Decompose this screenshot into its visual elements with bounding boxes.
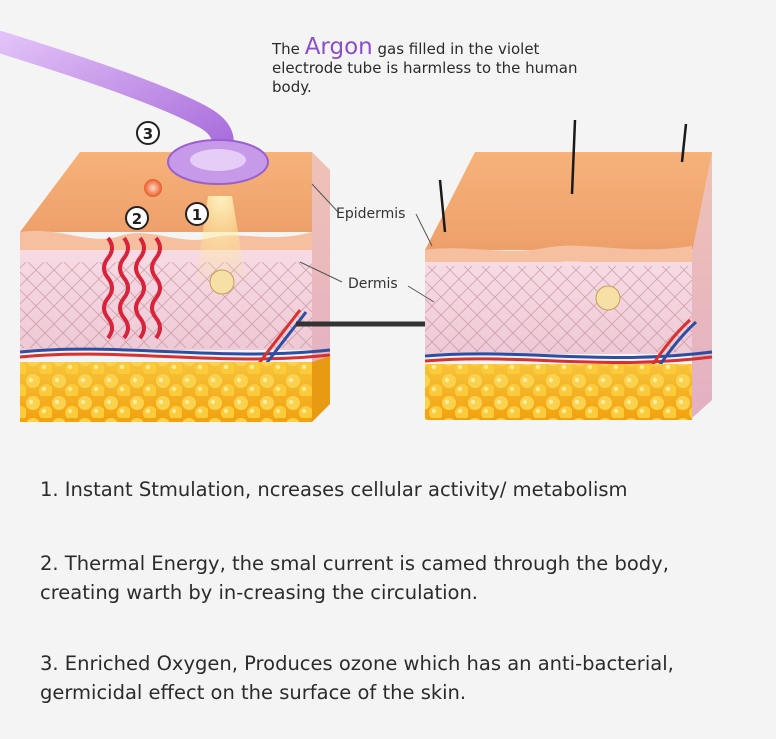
marker-3-text: 3 bbox=[143, 125, 153, 143]
caption-rest: gas filled in the violet electrode tube … bbox=[272, 40, 578, 96]
skin-side-face bbox=[312, 152, 330, 390]
skin-cell bbox=[209, 269, 235, 295]
vein-line bbox=[19, 347, 331, 356]
benefit-1: 1. Instant Stmulation, ncreases cellular… bbox=[40, 478, 628, 501]
ozone-spark bbox=[144, 179, 162, 197]
electrode-tube bbox=[0, 31, 234, 161]
fat-cells bbox=[20, 362, 312, 422]
skin-surface-top bbox=[425, 152, 712, 250]
electrode-ring bbox=[190, 149, 246, 171]
violet-electrode bbox=[0, 31, 269, 185]
marker-2-text: 2 bbox=[132, 210, 142, 228]
skin-cell bbox=[595, 285, 621, 311]
epidermis-label: Epidermis bbox=[336, 206, 405, 222]
benefit-2: 2. Thermal Energy, the smal current is c… bbox=[40, 552, 669, 604]
marker-circle bbox=[136, 121, 160, 145]
collagen-mesh bbox=[425, 266, 692, 352]
marker-2: 2 bbox=[125, 206, 149, 230]
dermis-label: Dermis bbox=[348, 276, 398, 292]
argon-caption: The Argon gas filled in the violet elect… bbox=[272, 36, 602, 97]
heat-waves bbox=[102, 236, 162, 340]
marker-1-text: 1 bbox=[192, 206, 202, 224]
diagram-canvas: 3 2 1 bbox=[0, 31, 713, 422]
hair-strand bbox=[570, 119, 577, 195]
marker-circle bbox=[185, 202, 209, 226]
fat-cells bbox=[425, 364, 692, 420]
benefit-3: 3. Enriched Oxygen, Produces ozone which… bbox=[40, 652, 674, 704]
epidermis-leader bbox=[311, 183, 339, 213]
fat-side-face bbox=[312, 356, 330, 422]
skin-diagram: 3 2 1 bbox=[0, 31, 713, 422]
artery-line bbox=[19, 352, 331, 361]
skin-block-after bbox=[424, 119, 713, 420]
skin-block-before bbox=[19, 152, 331, 422]
collagen-mesh bbox=[20, 262, 312, 348]
hair-strand bbox=[438, 179, 447, 233]
epidermis-leader bbox=[415, 213, 433, 247]
dermis-leader bbox=[299, 261, 343, 283]
vein-line bbox=[424, 350, 713, 360]
marker-1: 1 bbox=[185, 202, 209, 226]
hair-strand bbox=[680, 123, 688, 163]
argon-highlight: Argon bbox=[304, 34, 373, 60]
marker-circle bbox=[125, 206, 149, 230]
caption-lead: The bbox=[272, 40, 300, 58]
artery-line bbox=[424, 355, 713, 365]
dermis-leader bbox=[407, 285, 435, 303]
epidermis-layer bbox=[425, 245, 692, 267]
marker-3: 3 bbox=[136, 121, 160, 145]
